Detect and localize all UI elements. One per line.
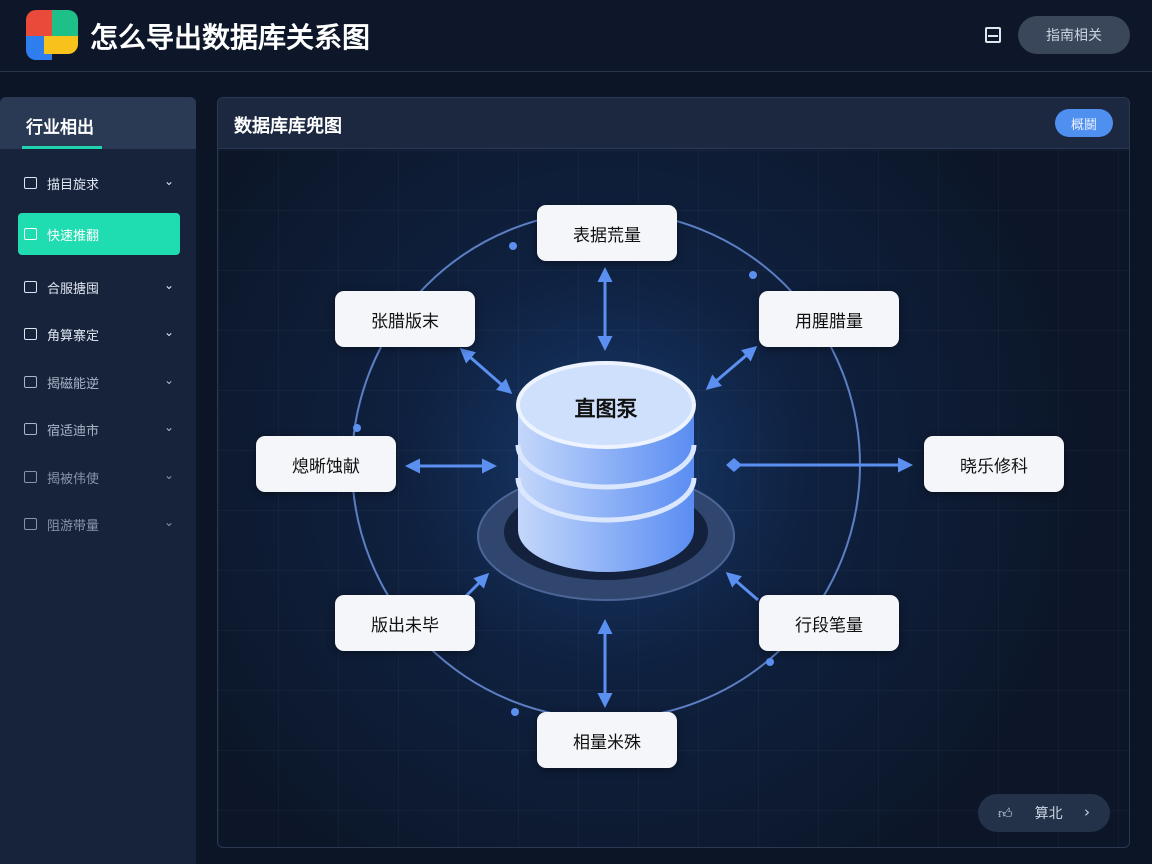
file-icon xyxy=(24,328,37,340)
sidebar-item[interactable]: 揭磁能逆 ⌄ xyxy=(18,361,180,403)
chevron-down-icon: ⌄ xyxy=(163,373,174,387)
sidebar-title: 行业相出 xyxy=(26,118,94,138)
sidebar-header: 行业相出 xyxy=(0,97,196,149)
node-upper-right[interactable]: 用腥腊量 xyxy=(759,291,899,347)
sidebar-item-label: 合服搪囤 xyxy=(47,281,100,297)
calendar-icon xyxy=(24,471,37,483)
center-database-label: 直图泵 xyxy=(574,397,638,421)
node-bottom[interactable]: 相量米殊 xyxy=(537,712,677,768)
orbit-dot xyxy=(749,271,757,279)
thumbs-up-icon: 👍︎ xyxy=(998,805,1013,822)
page-title: 怎么导出数据库关系图 xyxy=(90,21,371,54)
node-right[interactable]: 晓乐修科 xyxy=(924,436,1064,492)
app-header: 怎么导出数据库关系图 指南相关 xyxy=(0,0,1152,72)
node-left[interactable]: 熄晰蚀献 xyxy=(256,436,396,492)
cloud-icon xyxy=(24,281,37,293)
sidebar-item[interactable]: 宿适迪市 ⌄ xyxy=(18,408,180,450)
sidebar-item[interactable]: 揭被伟使 ⌄ xyxy=(18,456,180,498)
sidebar-item[interactable]: 角算寨定 ⌄ xyxy=(18,313,180,355)
chevron-down-icon: ⌄ xyxy=(163,420,174,434)
sidebar-item[interactable]: 合服搪囤 ⌄ xyxy=(18,266,180,308)
chat-icon xyxy=(24,423,37,435)
connector-arrows xyxy=(405,267,913,708)
sidebar-item-label: 宿适迪市 xyxy=(47,423,100,439)
layout-icon[interactable] xyxy=(985,27,1001,43)
sidebar-item-label: 揭被伟使 xyxy=(47,471,100,487)
share-icon xyxy=(24,228,37,240)
chevron-down-icon: ⌄ xyxy=(163,468,174,482)
sidebar-item-label: 描目旋求 xyxy=(47,177,100,193)
diamond-connector xyxy=(726,458,742,472)
chevron-down-icon: ⌄ xyxy=(163,278,174,292)
active-underline xyxy=(22,146,102,149)
sidebar-item-label: 快速推翻 xyxy=(47,228,100,244)
chart-icon xyxy=(24,376,37,388)
chevron-down-icon: ⌄ xyxy=(163,174,174,188)
node-top[interactable]: 表据荒量 xyxy=(537,205,677,261)
orbit-dot xyxy=(766,658,774,666)
sidebar-item-label: 角算寨定 xyxy=(47,328,100,344)
image-icon xyxy=(24,518,37,530)
database-cylinder xyxy=(515,361,697,572)
chevron-right-icon: › xyxy=(1084,803,1090,821)
back-button[interactable]: 👍︎ 算北 › xyxy=(978,794,1110,832)
sidebar-item-label: 阻游带量 xyxy=(47,518,100,534)
sidebar-item[interactable]: 阻游带量 ⌄ xyxy=(18,503,180,545)
node-lower-left[interactable]: 版出未毕 xyxy=(335,595,475,651)
panel-action-button[interactable]: 概鬭 xyxy=(1055,109,1113,137)
panel-header: 数据库库兜图 概鬭 xyxy=(218,98,1129,149)
node-upper-left[interactable]: 张腊版末 xyxy=(335,291,475,347)
sidebar-item-label: 揭磁能逆 xyxy=(47,376,100,392)
app-logo xyxy=(26,10,78,60)
chevron-down-icon: ⌄ xyxy=(163,325,174,339)
orbit-dot xyxy=(353,424,361,432)
orbit-dot xyxy=(509,242,517,250)
chevron-down-icon: ⌄ xyxy=(163,515,174,529)
sidebar-item[interactable]: 快速推翻 xyxy=(18,213,180,255)
orbit-dot xyxy=(511,708,519,716)
sidebar-item[interactable]: 描目旋求 ⌄ xyxy=(18,162,180,204)
guide-button[interactable]: 指南相关 xyxy=(1018,16,1130,54)
panel-title: 数据库库兜图 xyxy=(234,116,342,137)
back-button-label: 算北 xyxy=(1034,806,1063,822)
node-lower-right[interactable]: 行段笔量 xyxy=(759,595,899,651)
document-icon xyxy=(24,177,37,189)
